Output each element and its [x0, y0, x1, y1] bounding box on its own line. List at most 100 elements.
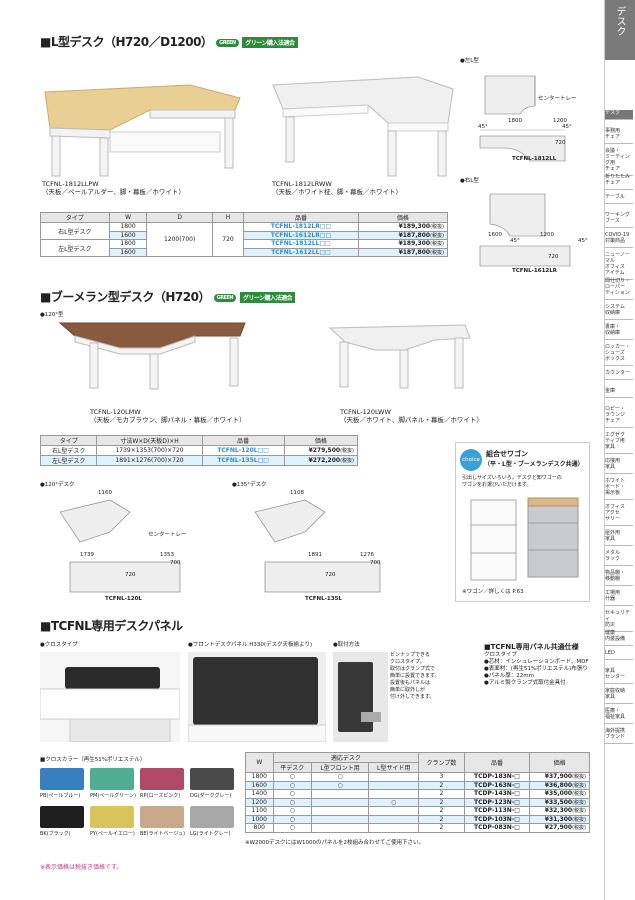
diagram-135-desk [254, 499, 381, 593]
sidebar-divider [604, 0, 605, 900]
sidebar-item[interactable]: エグゼク ティブ用 家具 [605, 432, 633, 454]
dim-1108: 1108 [290, 490, 304, 496]
table-row: 1600 TCFNL-1612LL□□ ¥187,800(税抜) [41, 247, 449, 257]
dim-1200b: 1200 [540, 232, 554, 238]
color-swatch [140, 806, 184, 828]
sidebar-item[interactable]: 海外提携 ブランド [605, 728, 633, 744]
table-row: 左L型デスク 1891×1276(700)×720 TCFNL-135L□□ ¥… [39, 455, 359, 466]
sidebar-item[interactable]: 折りたたみ チェア [605, 174, 633, 190]
category-sidebar: デスク デスク事務用 チェア会議・ ミーティング用 チェア折りたたみ チェアテー… [605, 0, 635, 900]
color-swatch-label: PM(ペールグリーン) [90, 793, 136, 799]
diagram-120-label: ●120°デスク [40, 482, 75, 488]
sidebar-item[interactable]: テーブル [605, 194, 633, 204]
sidebar-item[interactable]: 医療・ 福祉家具 [605, 708, 633, 724]
green-logo-icon: GREEN [216, 38, 239, 47]
sidebar-item[interactable]: カウンター [605, 370, 633, 380]
sidebar-item[interactable]: 健康 内装設備 [605, 630, 633, 646]
sidebar-item[interactable]: LED [605, 650, 633, 660]
sidebar-item[interactable]: 金庫 [605, 388, 633, 398]
panel-photo-cross [40, 652, 180, 742]
sidebar-item[interactable]: ロビー・ ラウンジ チェア [605, 406, 633, 428]
sidebar-item[interactable]: 応接用 家具 [605, 458, 633, 474]
color-swatch [40, 768, 84, 790]
sidebar-item[interactable]: 家庭収納 家具 [605, 688, 633, 704]
color-swatch [90, 806, 134, 828]
sidebar-item[interactable]: 屋外用 家具 [605, 530, 633, 546]
dim-1800: 1800 [508, 118, 522, 124]
sub-120-type: ●120°型 [40, 312, 64, 318]
cross-color-title: ■クロスカラー（再生51%ポリエステル） [40, 757, 146, 763]
wagon-subtitle: （平・L型・ブーメランデスク共通） [484, 461, 584, 468]
panel-cross-type-label: ●クロスタイプ [40, 642, 78, 648]
th-type: タイプ [40, 212, 110, 223]
color-swatch-label: BK(ブラック) [40, 831, 71, 837]
th-type2: タイプ [39, 435, 98, 446]
sidebar-item[interactable]: オフィス アクセ サリー [605, 504, 633, 526]
section-title-l-desk: ■L型デスク（H720／D1200） GREEN グリーン購入法適合 [40, 33, 298, 50]
green-logo-icon: GREEN [213, 293, 237, 302]
panel-mount-desc: ビンナップできる クロスタイプ。 取付はクランプ式で 簡単に設置できます。 設置… [390, 652, 440, 700]
color-swatch-label: PY(ペールイエロー) [90, 831, 135, 837]
panel-photo-front [188, 652, 326, 742]
wagon-desc: 引出しサイズいろいろ。デスクと知ワゴーの ワゴンをお選びいただけます。 [462, 475, 562, 488]
green-tag: グリーン購入法適合 [242, 37, 298, 48]
dim-700: 700 [170, 560, 181, 566]
green-tag: グリーン購入法適合 [239, 292, 296, 303]
dim-1600: 1600 [488, 232, 502, 238]
sidebar-item[interactable]: 会議・ ミーティング用 チェア [605, 148, 633, 176]
sidebar-item[interactable]: ワーキング ブース [605, 212, 633, 228]
sidebar-item[interactable]: 事務用 チェア [605, 128, 633, 144]
sidebar-item[interactable]: COVID-19 対策商品 [605, 232, 633, 248]
sidebar-item[interactable]: 物品棚・ 移動棚 [605, 570, 633, 586]
sidebar-item[interactable]: セキュリティ 防災 [605, 610, 633, 632]
sidebar-item[interactable]: メタル ラック [605, 550, 633, 566]
dim-720c: 720 [125, 572, 136, 578]
sidebar-item[interactable]: ニューノーマル オフィス アイテム [605, 252, 633, 280]
color-swatch-label: PB(ペールブルー) [40, 793, 81, 799]
table-row: 右L型デスク 1800 1200(700) 720 TCFNL-1812LR□□… [40, 222, 449, 257]
diagram-left-l-label: ●左L型 [460, 58, 479, 64]
section-title-boomerang: ■ブーメラン型デスク（H720） GREEN グリーン購入法適合 [40, 288, 296, 305]
dim-1200: 1200 [553, 118, 567, 124]
diagram-120-desk [59, 499, 181, 593]
caption-1812llpw: TCFNL-1812LLPW（天板／ペールアルダー、脚・幕板／ホワイト） [42, 180, 185, 196]
sidebar-item[interactable]: ロッカー・ シューズ ボックス [605, 344, 633, 366]
table-row: 右L型デスク 1739×1353(700)×720 TCFNL-120L□□ ¥… [39, 445, 359, 456]
th-code2: 品番 [201, 435, 285, 446]
sidebar-item[interactable]: 間仕切り・ ローパー ティション [605, 278, 633, 300]
panel-mount-label: ●取付方法 [333, 642, 360, 648]
wagon-images [470, 497, 579, 581]
caption-120lww: TCFNL-120LWW（天板／ホワイト、脚パネル・幕板／ホワイト） [340, 408, 483, 424]
boomerang-price-table: タイプ 寸法W×D(天板D)×H 品番 価格 右L型デスク 1739×1353(… [39, 435, 359, 466]
sidebar-item[interactable]: 書庫・ 収納庫 [605, 324, 633, 340]
sidebar-item[interactable]: 家具 センター [605, 668, 633, 684]
dim-1276: 1276 [360, 552, 374, 558]
table-row: 左L型デスク 1800 TCFNL-1812LL□□ ¥189,300(税抜) [40, 239, 449, 257]
center-tray-label: センタートレー [538, 96, 577, 102]
dim-1160: 1160 [98, 490, 112, 496]
dim-45a: 45° [478, 124, 488, 130]
sidebar-item[interactable]: ホワイト ボード・ 掲示板 [605, 478, 633, 500]
boomerang-desk-white [328, 324, 471, 389]
dim-720b: 720 [548, 254, 559, 260]
sidebar-item[interactable]: デスク [605, 110, 633, 120]
l-desk-price-table: タイプ W D H 品番 価格 右L型デスク 1800 1200(700) 72… [40, 212, 449, 257]
th-d: D [146, 212, 213, 223]
panel-spec-title: ■TCFNL専用パネル共通仕様 [484, 643, 579, 651]
color-swatch [190, 768, 234, 790]
section-title-panel: ■TCFNL専用デスクパネル [40, 619, 183, 633]
sidebar-item[interactable]: 工場用 什器 [605, 590, 633, 606]
panel-front-label: ●フロントデスクパネル H330(デスク天板揃より) [188, 642, 313, 648]
sidebar-tab-desk[interactable]: デスク [605, 0, 635, 60]
color-swatch-label: BE(ライトベージュ) [140, 831, 186, 837]
caption-120lmw: TCFNL-120LMW（天板／モカブラウン、脚パネル・幕板／ホワイト） [90, 408, 246, 424]
sidebar-item[interactable]: システム 収納庫 [605, 304, 633, 320]
wagon-note: ※ワゴン／詳しくは P.63 [462, 589, 524, 595]
wagon-title: 組合せワゴン [486, 450, 528, 458]
dim-1353: 1353 [160, 552, 174, 558]
